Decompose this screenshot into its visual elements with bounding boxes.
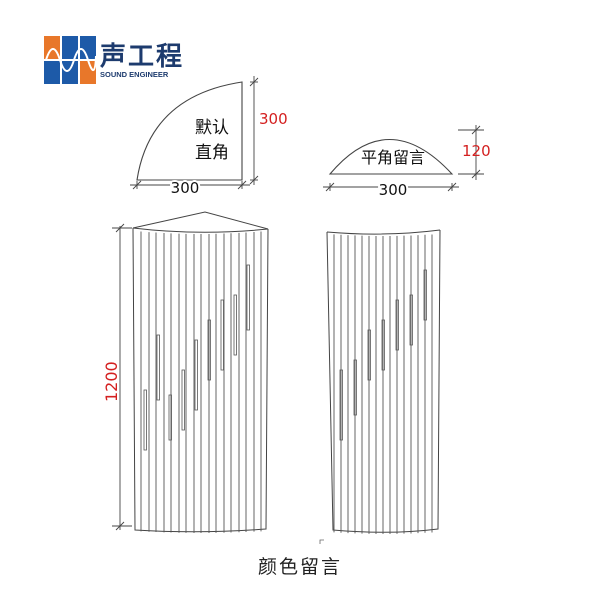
plan2-depth-dimension: 120 <box>462 142 491 160</box>
panel-groove <box>156 334 160 401</box>
plan2-width-dimension: 300 <box>379 181 408 199</box>
panel-groove <box>194 339 198 411</box>
panel-groove <box>181 369 185 431</box>
corner-mark <box>319 539 324 544</box>
brand-logo: 声工程 SOUND ENGINEER <box>44 36 184 84</box>
panel-groove <box>395 299 399 351</box>
plan-view-right-angle: 默认 直角 300 300 <box>130 76 288 199</box>
elevation-panel-flat-angle <box>326 229 441 534</box>
panel-groove <box>381 319 385 371</box>
panel-groove <box>353 359 357 416</box>
elevation-height-dimension-line: 1200 <box>102 223 132 531</box>
panel-groove <box>367 329 371 381</box>
brand-name: 声工程 <box>100 42 185 72</box>
panel-groove <box>168 394 172 441</box>
elevation-panel-right-angle <box>132 211 269 533</box>
plan-view-flat-angle: 平角留言 300 120 <box>323 125 491 201</box>
brand-name-english: SOUND ENGINEER <box>100 70 169 79</box>
plan1-width-dimension: 300 <box>171 179 200 197</box>
sound-wave-logo-icon <box>44 36 96 84</box>
plan1-depth-dimension: 300 <box>259 110 288 128</box>
panel-groove <box>207 319 211 381</box>
panel-groove <box>220 299 224 371</box>
plan-label-line2: 直角 <box>195 143 229 163</box>
panel-groove <box>246 264 250 331</box>
elevation-height-dimension: 1200 <box>102 361 121 402</box>
panel-groove <box>233 294 237 356</box>
panel-groove <box>423 269 427 321</box>
plan2-label: 平角留言 <box>361 148 425 167</box>
caption: 颜色留言 <box>257 556 342 578</box>
panel-groove <box>143 389 147 451</box>
panel-groove <box>339 369 343 441</box>
panel-groove <box>409 294 413 346</box>
plan-label-line1: 默认 <box>195 118 229 138</box>
